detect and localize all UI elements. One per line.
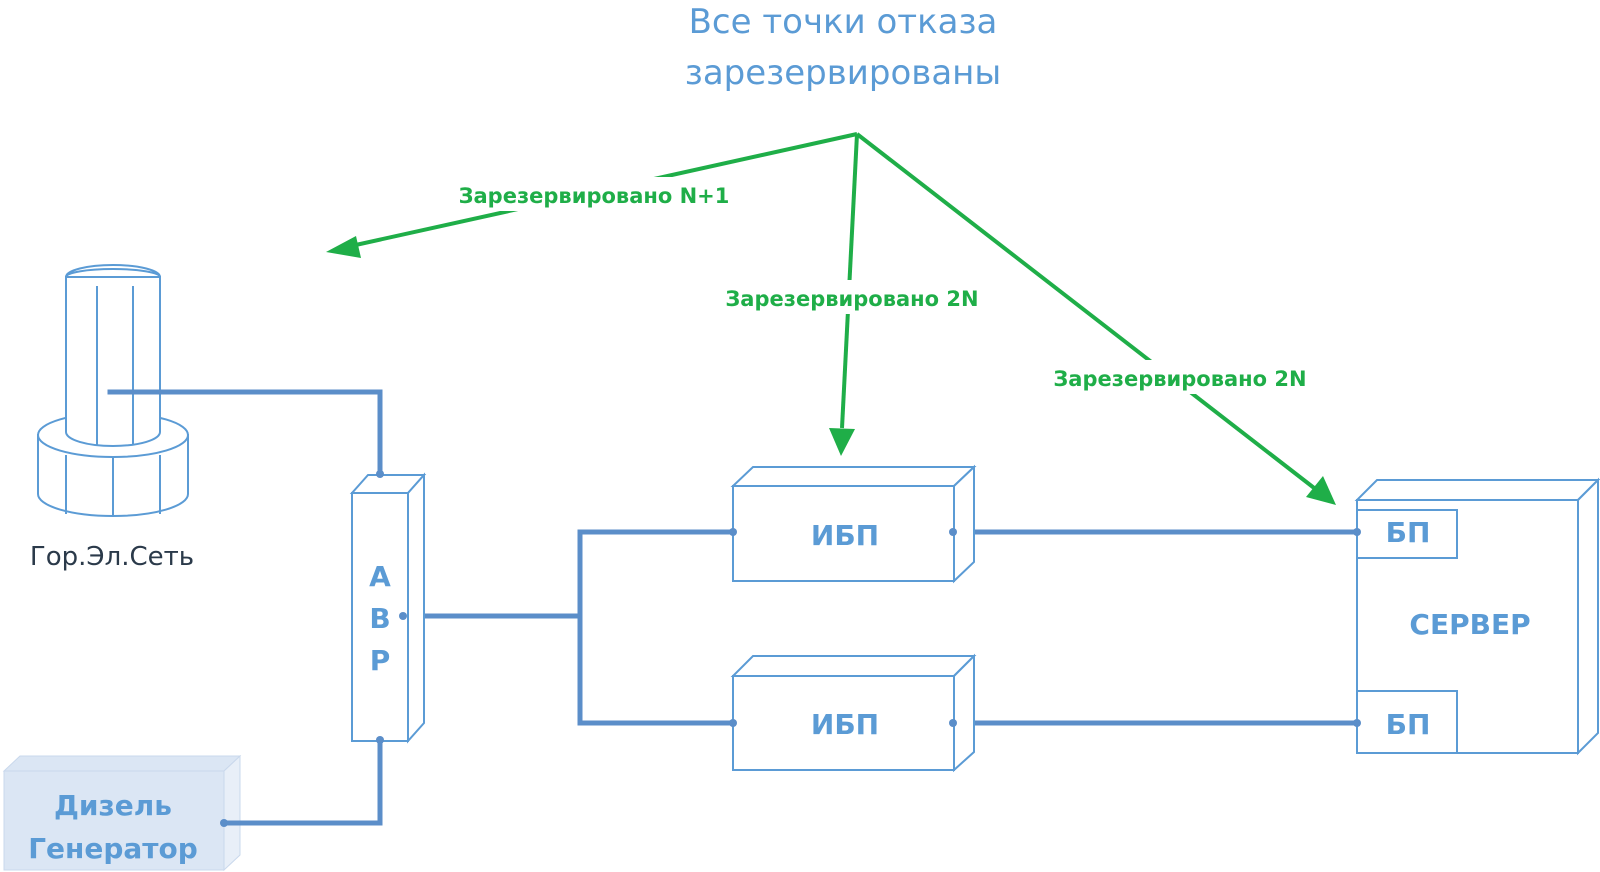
title-line-1: Все точки отказа [689,2,998,42]
wire-bus-to-ups [577,529,736,726]
title-line-2: зарезервированы [685,53,1001,93]
psu-top-box [1356,509,1458,559]
ups-bottom-box [730,653,977,773]
ats-letter-3: Р [370,644,391,677]
label-bg-ups [718,280,988,314]
arrow-to-psu-line [855,132,1320,493]
connection-dots [220,470,1361,827]
label-reserved-n1: Зарезервировано N+1 [459,184,730,208]
label-bg-n1 [455,177,733,211]
arrow-to-psu-head [1306,476,1336,505]
ats-letter-2: В [369,602,390,635]
arrow-to-grid-head [326,236,361,258]
ats-letter-1: А [369,560,391,593]
ats-box [349,472,427,744]
ups-top-box [730,464,977,584]
server-label: СЕРВЕР [1409,608,1530,641]
wire-grid-to-ats [107,389,383,477]
diesel-label-line-2: Генератор [28,832,198,865]
power-grid-icon [37,264,189,517]
label-bg-psu [1046,360,1316,394]
arrow-to-ups-head [829,428,855,456]
diesel-generator-box [2,754,242,872]
label-reserved-psu: Зарезервировано 2N [1053,367,1306,391]
psu-top-label: БП [1386,516,1431,549]
ups-bottom-label: ИБП [811,708,879,741]
label-reserved-ups: Зарезервировано 2N [725,287,978,311]
ups-top-label: ИБП [811,519,879,552]
wire-diesel-to-ats [221,737,383,826]
city-grid-label: Гор.Эл.Сеть [30,542,194,572]
power-wires [107,389,1360,826]
diesel-label-line-1: Дизель [54,789,172,822]
psu-bottom-label: БП [1386,708,1431,741]
